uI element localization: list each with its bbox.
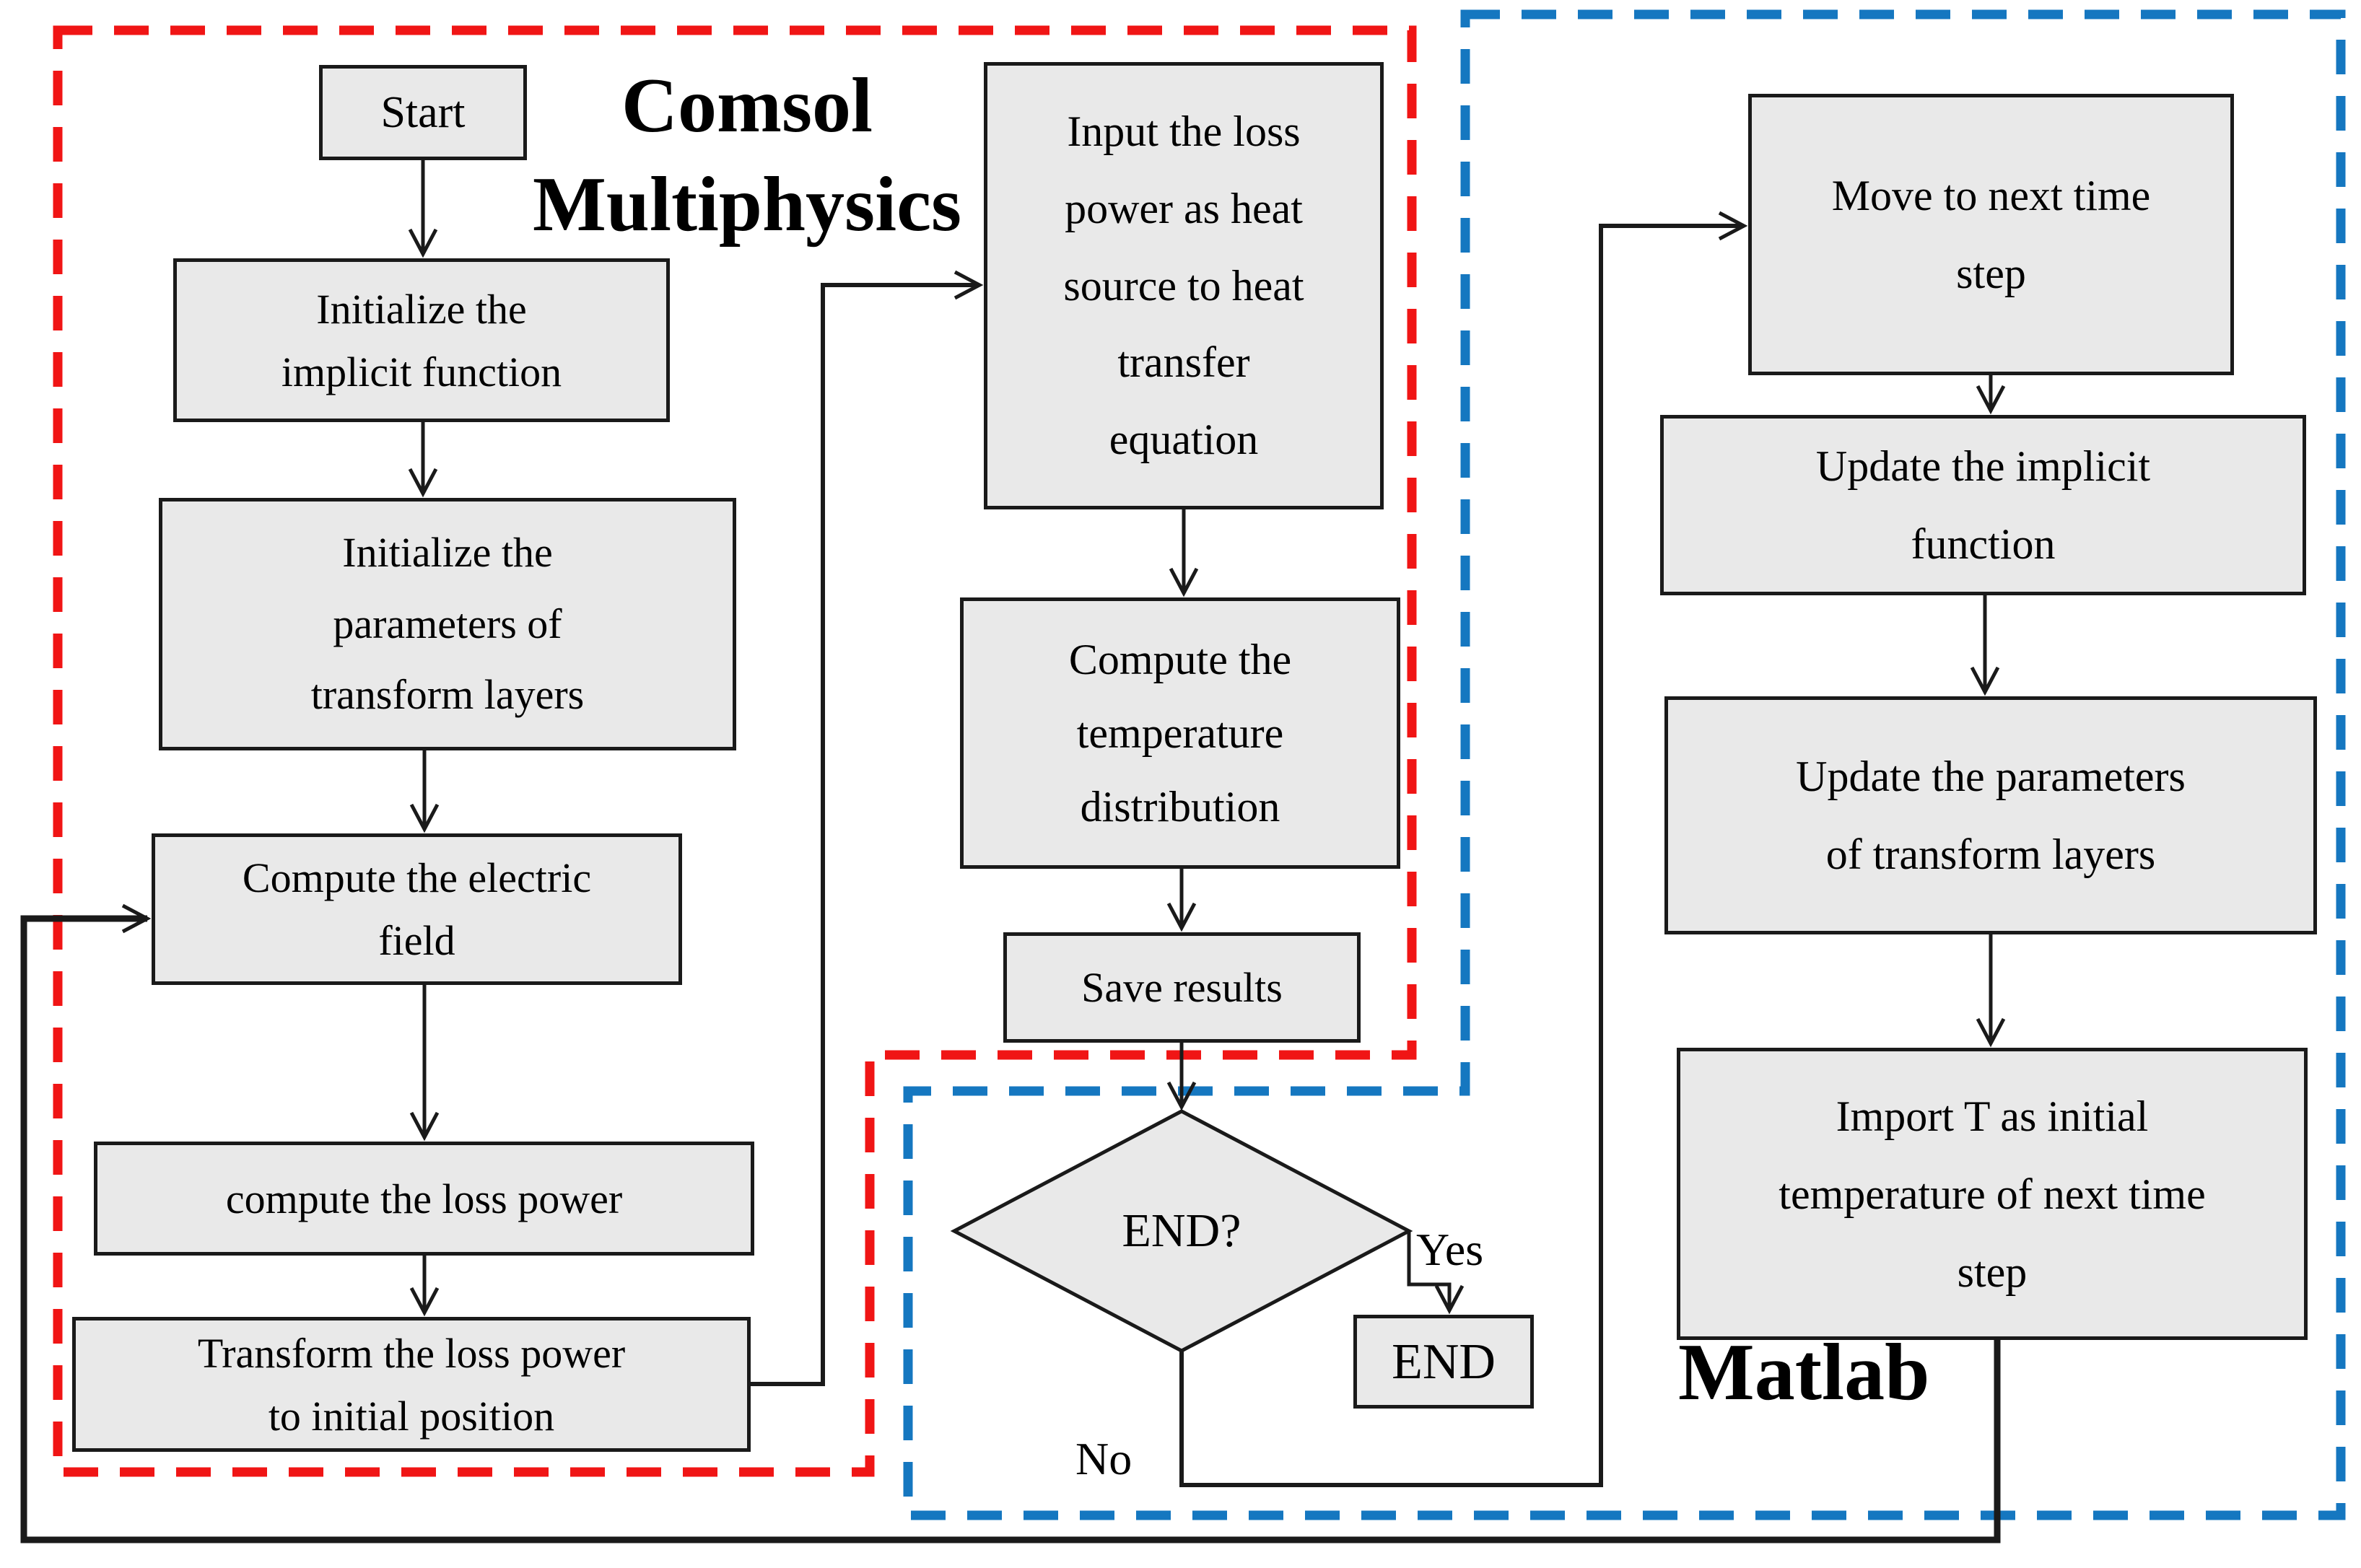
node-start: Start [319, 65, 527, 160]
yes-edge-label: Yes [1416, 1224, 1484, 1275]
matlab-region-title: Matlab [1678, 1328, 1930, 1417]
end-decision-label: END? [1122, 1204, 1241, 1257]
connector-import-t-to-compute-field [20, 903, 2001, 1543]
no-edge-label: No [1075, 1433, 1133, 1484]
node-initialize-implicit-function: Initialize the implicit function [173, 258, 670, 422]
comsol-region-title: Comsol Multiphysics [532, 63, 962, 248]
connector-yes-to-end [1407, 1231, 1465, 1315]
matlab-region-border [903, 9, 2346, 1520]
node-save-results: Save results [1003, 932, 1361, 1043]
node-end-terminator: END [1353, 1315, 1534, 1409]
node-import-temperature: Import T as initial temperature of next … [1677, 1048, 2308, 1340]
node-update-implicit-function: Update the implicit function [1660, 415, 2306, 595]
node-compute-temperature: Compute the temperature distribution [960, 597, 1400, 869]
node-compute-electric-field: Compute the electric field [152, 833, 682, 985]
comsol-region-border [53, 25, 1417, 1477]
node-move-to-next-time-step: Move to next time step [1748, 94, 2234, 375]
connector-transform-loss-to-input-loss [751, 270, 984, 1386]
connector-no-to-move-next [1179, 211, 1748, 1487]
node-initialize-transform-params: Initialize the parameters of transform l… [159, 498, 736, 750]
node-transform-loss-power: Transform the loss power to initial posi… [72, 1317, 751, 1452]
node-input-loss-as-heat-source: Input the loss power as heat source to h… [984, 62, 1384, 509]
node-compute-loss-power: compute the loss power [94, 1142, 754, 1256]
node-update-transform-params: Update the parameters of transform layer… [1664, 696, 2317, 934]
